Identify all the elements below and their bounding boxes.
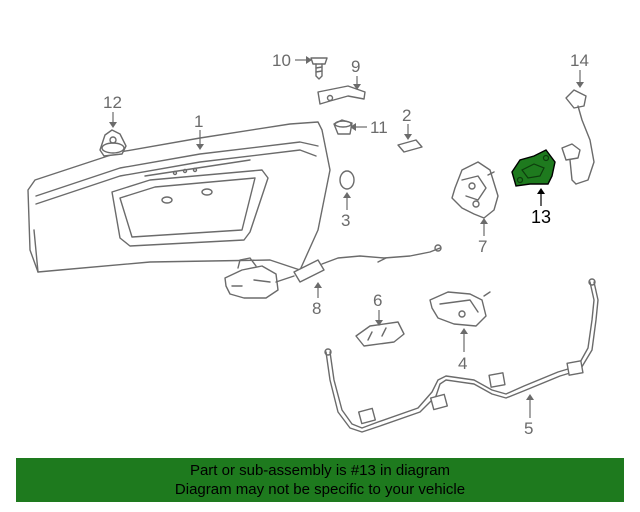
callout-numbers: 1 2 3 4 5 6 7 8 9 10 11 12 13 14 xyxy=(103,51,589,438)
part-4-latch xyxy=(429,291,491,327)
callout-12: 12 xyxy=(103,93,122,112)
part-3-plug xyxy=(339,170,355,190)
part-13-highlighted xyxy=(511,149,556,187)
callout-6: 6 xyxy=(373,291,382,310)
callout-8: 8 xyxy=(312,299,321,318)
part-10-bolt xyxy=(310,57,328,80)
part-2-label xyxy=(397,139,423,153)
arrowheads xyxy=(109,56,584,400)
callout-7: 7 xyxy=(478,237,487,256)
fitment-banner: Part or sub-assembly is #13 in diagram D… xyxy=(16,458,624,502)
callout-1: 1 xyxy=(194,112,203,131)
callout-11: 11 xyxy=(370,118,388,137)
callout-3: 3 xyxy=(341,211,350,230)
part-9-handle xyxy=(317,85,366,105)
callout-14: 14 xyxy=(570,51,589,70)
part-11-clip xyxy=(333,119,353,135)
parts-diagram: 1 2 3 4 5 6 7 8 9 10 11 12 13 14 xyxy=(27,51,599,438)
callout-4: 4 xyxy=(458,354,467,373)
part-14-switch-wire xyxy=(561,89,595,185)
callout-2: 2 xyxy=(402,106,411,125)
callout-13: 13 xyxy=(531,207,551,227)
part-12-cap xyxy=(99,129,127,157)
part-8-cable xyxy=(224,244,442,299)
part-1-tailgate-garnish xyxy=(27,121,331,273)
banner-line-2: Diagram may not be specific to your vehi… xyxy=(174,481,466,498)
banner-line-1: Part or sub-assembly is #13 in diagram xyxy=(189,462,451,479)
callout-leaders xyxy=(112,59,581,418)
part-5-harness xyxy=(324,278,599,433)
part-7-lock xyxy=(451,161,499,219)
callout-10: 10 xyxy=(272,51,291,70)
callout-5: 5 xyxy=(524,419,533,438)
part-6-switch xyxy=(355,321,405,347)
callout-9: 9 xyxy=(351,57,360,76)
